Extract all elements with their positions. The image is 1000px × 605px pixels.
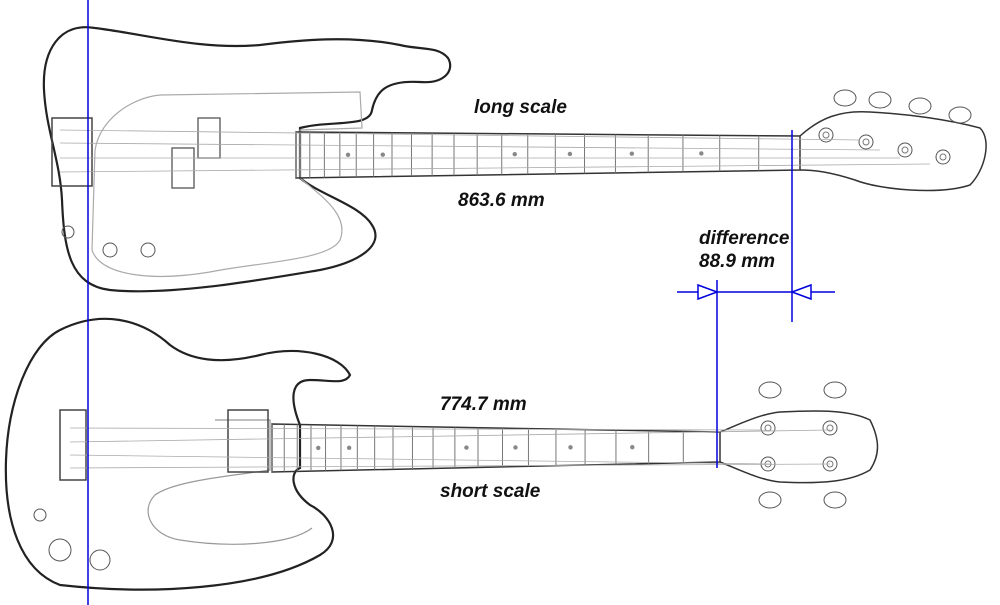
short-scale-bass xyxy=(4,317,879,591)
tuner-key xyxy=(758,381,782,399)
long-bass-bridge xyxy=(51,117,93,187)
fret-marker xyxy=(513,445,518,450)
long-bass-headstock xyxy=(799,110,987,192)
long-bass-knob-2 xyxy=(140,242,156,258)
short-bass-knob-2 xyxy=(89,549,111,571)
long-bass-pickup-1 xyxy=(197,117,221,159)
long-bass-neck xyxy=(295,131,801,179)
long-bass-tuners xyxy=(818,89,972,165)
tuner-post xyxy=(897,142,913,158)
long-bass-strings xyxy=(59,129,931,173)
long-scale-length: 863.6 mm xyxy=(458,190,545,211)
fret-marker xyxy=(567,151,573,157)
long-bass-pickup-2 xyxy=(171,147,195,189)
long-scale-label: long scale xyxy=(474,97,567,118)
tuner-post xyxy=(822,420,838,436)
fret-marker xyxy=(699,151,704,156)
fret-marker xyxy=(346,445,352,451)
left-arrow-icon xyxy=(697,283,720,301)
short-bass-frets xyxy=(271,424,684,472)
long-bass-knob-1 xyxy=(102,242,118,258)
tuner-post xyxy=(818,127,834,143)
short-bass-bridge xyxy=(59,409,87,481)
long-bass-frets xyxy=(295,132,760,178)
tuner-key xyxy=(823,381,847,399)
fret-marker xyxy=(512,151,517,157)
fret-marker xyxy=(380,152,385,157)
tuner-key xyxy=(833,89,857,107)
fret-marker xyxy=(316,445,321,451)
short-bass-knob-1 xyxy=(48,538,72,562)
long-bass-body xyxy=(42,26,452,293)
fret-marker xyxy=(345,152,351,158)
tuner-post xyxy=(935,149,951,165)
tuner-key xyxy=(823,491,847,509)
dimension-lines xyxy=(87,0,835,605)
long-bass-jack xyxy=(61,225,75,239)
short-bass-body xyxy=(4,317,352,591)
fret-marker xyxy=(464,445,469,450)
fret-marker xyxy=(629,151,635,156)
short-bass-pickguard xyxy=(147,419,313,545)
tuner-post xyxy=(760,420,776,436)
right-arrow-icon xyxy=(789,283,812,301)
tuner-post xyxy=(858,134,874,150)
short-bass-strings xyxy=(69,427,831,469)
tuner-key xyxy=(908,97,932,115)
long-scale-bass xyxy=(42,26,987,293)
long-bass-pickguard xyxy=(91,91,363,277)
short-bass-pickup xyxy=(227,409,269,473)
short-bass-tuners xyxy=(758,381,847,509)
fret-marker xyxy=(568,445,573,450)
short-bass-headstock xyxy=(719,410,879,484)
tuner-key xyxy=(758,491,782,509)
short-scale-label: short scale xyxy=(440,481,541,502)
difference-value: 88.9 mm xyxy=(699,251,776,272)
fret-marker xyxy=(630,445,635,450)
difference-label: difference xyxy=(699,228,790,249)
tuner-key xyxy=(868,91,892,109)
short-scale-length: 774.7 mm xyxy=(440,394,527,415)
tuner-key xyxy=(948,106,972,124)
short-bass-knob-3 xyxy=(33,508,47,522)
